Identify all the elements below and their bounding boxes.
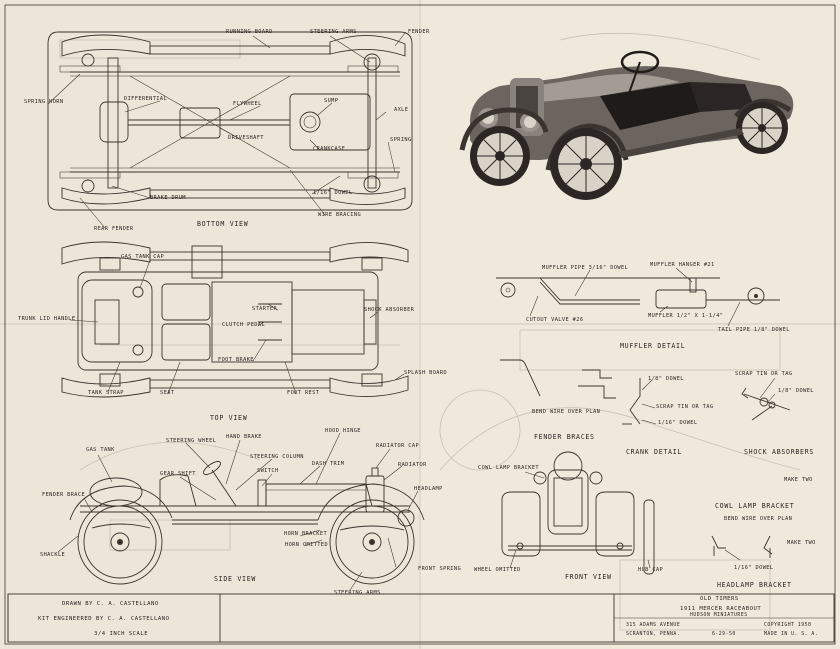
label-hood-hinge: HOOD HINGE <box>325 428 361 434</box>
label-wire-bracing: WIRE BRACING <box>318 212 362 218</box>
label-gear-shift: GEAR SHIFT <box>160 471 196 477</box>
title-block-frame <box>7 593 835 643</box>
side-view-title: SIDE VIEW <box>214 575 257 583</box>
label-headlamp: HEADLAMP <box>414 486 443 492</box>
label-splash-board: SPLASH BOARD <box>404 370 448 376</box>
side-view-drawing <box>57 432 425 591</box>
label-flywheel: FLYWHEEL <box>233 101 262 107</box>
title-made-in: MADE IN U. S. A. <box>764 632 819 637</box>
label-seat: SEAT <box>160 390 175 396</box>
muffler-detail-drawing <box>496 267 780 327</box>
muffler-detail-title: MUFFLER DETAIL <box>620 342 686 350</box>
title-address: 315 ADAMS AVENUE <box>626 623 681 628</box>
title-series: OLD TIMERS <box>700 596 739 602</box>
label-fender-brace: FENDER BRACE <box>42 492 86 498</box>
label-crankcase: CRANKCASE <box>313 146 346 152</box>
shock-absorbers-title: SHOCK ABSORBERS <box>744 448 815 456</box>
label-muffler-pipe: MUFFLER PIPE 3/16" DOWEL <box>542 265 629 271</box>
label-cutout-valve: CUTOUT VALVE #26 <box>526 317 584 323</box>
label-wheel-omitted: WHEEL OMITTED <box>474 567 521 573</box>
label-cowl-bend-wire: BEND WIRE OVER PLAN <box>724 516 793 522</box>
label-brake-drum: BRAKE DRUM <box>150 195 186 201</box>
label-crank-scrap: SCRAP TIN OR TAG <box>656 404 714 410</box>
label-steering-column: STEERING COLUMN <box>250 454 304 460</box>
title-date: 6-29-50 <box>712 632 736 637</box>
label-hub-cap: HUB CAP <box>638 567 664 573</box>
label-headlamp-make-two: MAKE TWO <box>787 540 816 546</box>
label-horn-bracket: HORN BRACKET <box>284 531 328 537</box>
title-copyright: COPYRIGHT 1950 <box>764 623 812 628</box>
label-shock-dowel: 1/8" DOWEL <box>778 388 814 394</box>
headlamp-bracket-title: HEADLAMP BRACKET <box>717 581 792 589</box>
label-tail-pipe: TAIL PIPE 1/8" DOWEL <box>718 327 790 333</box>
label-trunk-lid-handle: TRUNK LID HANDLE <box>18 316 76 322</box>
label-muffler-size: MUFFLER 1/2" X 1-1/4" <box>648 313 724 319</box>
top-view-title: TOP VIEW <box>210 414 248 422</box>
label-tank-strap: TANK STRAP <box>88 390 124 396</box>
label-dowel-bottom: 1/16" DOWEL <box>313 190 353 196</box>
car-photo <box>459 50 794 200</box>
credit-drawn-by: DRAWN BY C. A. CASTELLANO <box>62 601 159 607</box>
bottom-view-title: BOTTOM VIEW <box>197 220 249 228</box>
title-maker: HUDSON MINIATURES <box>690 613 748 618</box>
label-horn-omitted: HORN OMITTED <box>285 542 329 548</box>
label-starter: STARTER <box>252 306 278 312</box>
title-model: 1911 MERCER RACEABOUT <box>680 606 762 612</box>
bracket-details-drawing <box>711 535 773 561</box>
label-steering-wheel: STEERING WHEEL <box>166 438 217 444</box>
label-muffler-hanger: MUFFLER HANGER #21 <box>650 262 715 268</box>
front-view-drawing <box>501 451 655 575</box>
front-view-title: FRONT VIEW <box>565 573 612 581</box>
label-bend-wire-fender: BEND WIRE OVER PLAN <box>532 409 601 415</box>
label-radiator: RADIATOR <box>398 462 427 468</box>
title-city: SCRANTON, PENNA. <box>626 632 681 637</box>
bottom-view-drawing <box>47 31 413 229</box>
label-driveshaft: DRIVESHAFT <box>228 135 264 141</box>
label-fender: FENDER <box>408 29 430 35</box>
label-gas-tank-cap: GAS TANK CAP <box>121 254 165 260</box>
label-clutch-pedal: CLUTCH PEDAL <box>222 322 266 328</box>
top-view-drawing <box>61 241 409 398</box>
label-shock-scrap: SCRAP TIN OR TAG <box>735 371 793 377</box>
shock-absorbers-drawing <box>741 377 791 421</box>
label-running-board: RUNNING BOARD <box>226 29 273 35</box>
label-foot-rest: FOOT REST <box>287 390 320 396</box>
label-crank-dowel-b: 1/16" DOWEL <box>658 420 698 426</box>
label-front-spring: FRONT SPRING <box>418 566 462 572</box>
label-gas-tank: GAS TANK <box>86 447 115 453</box>
cowl-lamp-bracket-title: COWL LAMP BRACKET <box>715 502 795 510</box>
label-spring-horn: SPRING HORN <box>24 99 64 105</box>
label-switch: SWITCH <box>257 468 279 474</box>
label-radiator-cap: RADIATOR CAP <box>376 443 420 449</box>
label-differential: DIFFERENTIAL <box>124 96 168 102</box>
label-headlamp-dowel: 1/16" DOWEL <box>734 565 774 571</box>
label-rear-fender: REAR FENDER <box>94 226 134 232</box>
fender-braces-title: FENDER BRACES <box>534 433 595 441</box>
label-steering-arms-bottom: STEERING ARMS <box>310 29 357 35</box>
label-shock-absorber: SHOCK ABSORBER <box>364 307 415 313</box>
label-axle: AXLE <box>394 107 409 113</box>
crank-detail-title: CRANK DETAIL <box>626 448 683 456</box>
fender-braces-drawing <box>500 359 616 399</box>
credit-kit-by: KIT ENGINEERED BY C. A. CASTELLANO <box>38 616 170 622</box>
label-dash-trim: DASH TRIM <box>312 461 345 467</box>
label-cowl-lamp-bracket: COWL LAMP BRACKET <box>478 465 540 471</box>
label-shock-make-two: MAKE TWO <box>784 477 813 483</box>
label-foot-brake: FOOT BRAKE <box>218 357 254 363</box>
label-shackle: SHACKLE <box>40 552 66 558</box>
crank-detail-drawing <box>622 378 657 425</box>
label-steering-arms-side: STEERING ARMS <box>334 590 381 596</box>
label-hand-brake: HAND BRAKE <box>226 434 262 440</box>
credit-scale: 3/4 INCH SCALE <box>94 631 149 637</box>
label-sump: SUMP <box>324 98 339 104</box>
label-crank-dowel-a: 1/8" DOWEL <box>648 376 684 382</box>
label-spring: SPRING <box>390 137 412 143</box>
